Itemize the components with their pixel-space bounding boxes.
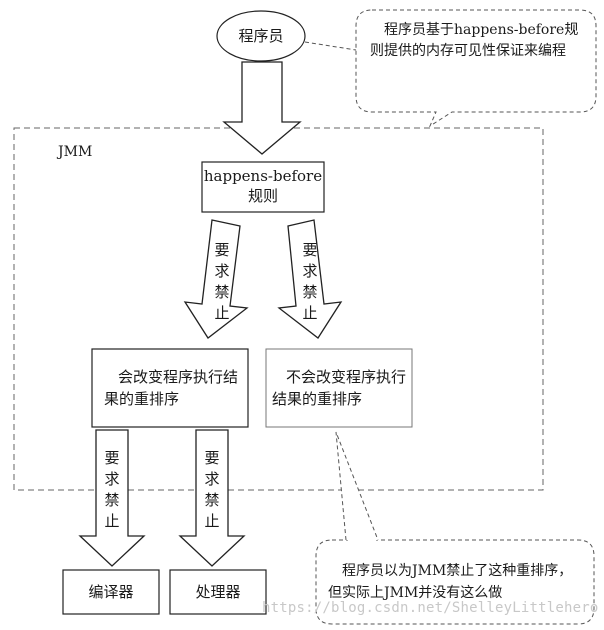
rules-box (201, 161, 325, 213)
rules-to-allowed-label: 要求禁止 (302, 241, 318, 322)
processor-label: 处理器 (195, 583, 241, 601)
top-callout-text: 程序员基于happens-before规则提供的内存可见性保证来编程 (370, 22, 579, 59)
compiler-box (62, 569, 160, 615)
forbidden-to-compiler-arrow (78, 429, 146, 567)
rules-to-forbidden-label: 要求禁止 (214, 241, 230, 322)
bottom-callout-bubble (315, 539, 595, 625)
forbidden-to-processor-arrow (178, 429, 246, 567)
bottom-callout-pointer (335, 431, 379, 541)
jmm-region-label: JMM (58, 144, 93, 160)
rules-to-allowed-arrow (277, 219, 343, 339)
forbidden-to-compiler-label: 要求禁止 (104, 449, 120, 530)
allowed-reorder-label: 不会改变程序执行结果的重排序 (272, 368, 407, 408)
rules-label-line2: 规则 (247, 187, 278, 205)
forbidden-to-processor-label: 要求禁止 (204, 449, 220, 530)
rules-to-forbidden-arrow (183, 219, 249, 339)
top-callout-pointer (304, 41, 357, 51)
processor-box (169, 569, 267, 615)
watermark: https://blog.csdn.net/ShelleyLittlehero (262, 600, 599, 616)
programmer-label: 程序员 (238, 27, 284, 45)
forbidden-reorder-label: 会改变程序执行结果的重排序 (104, 368, 239, 408)
forbidden-reorder-box (91, 348, 249, 428)
compiler-label: 编译器 (88, 583, 134, 601)
programmer-to-rules-arrow (222, 61, 302, 155)
programmer-node (216, 10, 306, 62)
bottom-callout-text: 程序员以为JMM禁止了这种重排序，但实际上JMM并没有这么做 (328, 563, 573, 601)
rules-label-line1: happens-before (203, 167, 323, 185)
allowed-reorder-box (265, 348, 413, 428)
top-callout-bubble (355, 9, 597, 128)
